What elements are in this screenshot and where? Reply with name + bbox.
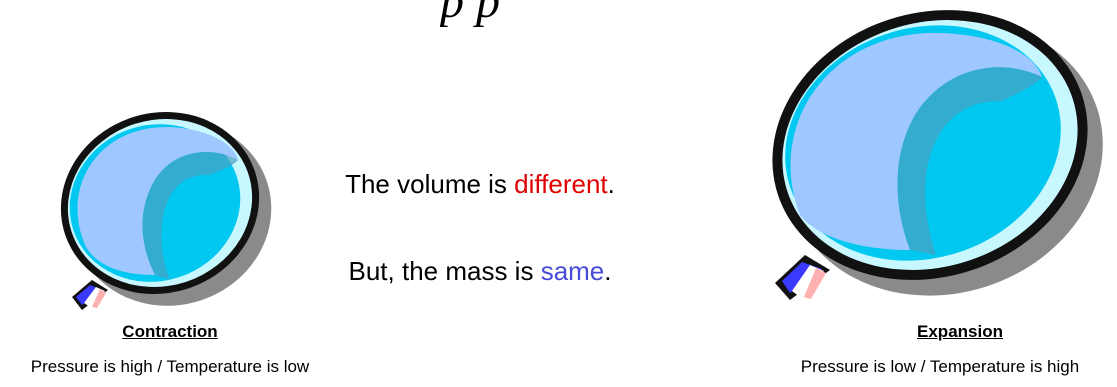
contraction-balloon — [60, 111, 290, 335]
expansion-label: Expansion — [917, 322, 1003, 341]
mass-statement: But, the mass is same. — [348, 256, 612, 286]
volume-statement: The volume is different. — [345, 169, 615, 199]
contraction-caption: Pressure is high / Temperature is low — [30, 357, 310, 376]
balloon-highlight — [77, 126, 238, 275]
contraction-label: Contraction — [122, 322, 218, 341]
expansion-balloon — [760, 10, 1103, 325]
same-highlight: same — [540, 256, 605, 286]
balloon-band — [897, 67, 1042, 255]
balloon-highlight — [790, 32, 1042, 250]
title-fragment: p p — [440, 0, 500, 28]
different-highlight: different — [514, 169, 608, 199]
expansion-caption: Pressure is low / Temperature is high — [800, 357, 1080, 376]
balloon-band — [142, 152, 238, 280]
